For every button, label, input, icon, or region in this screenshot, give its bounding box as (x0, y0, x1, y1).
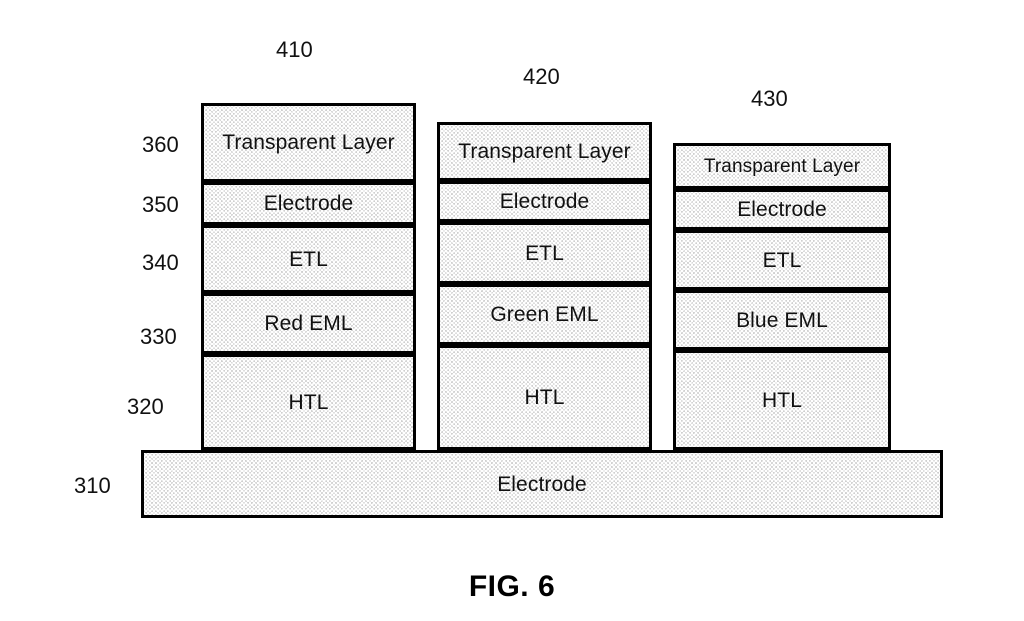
blue-electrode: Electrode (673, 189, 891, 230)
ref-numeral-330: 330 (140, 324, 177, 349)
green-etl: ETL (437, 222, 652, 284)
red-electrode: Electrode (201, 182, 416, 225)
ref-numeral-320: 320 (127, 394, 164, 419)
green-htl: HTL (437, 345, 652, 450)
green-eml-label: Green EML (490, 303, 599, 326)
blue-transparent-layer-label: Transparent Layer (703, 155, 861, 177)
blue-etl-label: ETL (762, 248, 802, 272)
callout-430: 430 (751, 86, 788, 111)
blue-htl-label: HTL (762, 388, 802, 412)
blue-htl: HTL (673, 350, 891, 450)
ref-numeral-340: 340 (142, 250, 179, 275)
red-transparent-layer-label: Transparent Layer (222, 131, 395, 154)
green-electrode: Electrode (437, 181, 652, 222)
green-electrode-label: Electrode (499, 190, 590, 213)
blue-eml: Blue EML (673, 290, 891, 350)
green-htl-label: HTL (524, 386, 565, 409)
blue-transparent-layer: Transparent Layer (673, 143, 891, 189)
red-etl: ETL (201, 225, 416, 293)
red-eml-label: Red EML (264, 312, 353, 335)
figure-caption: FIG. 6 (468, 570, 556, 603)
blue-electrode-label: Electrode (737, 198, 827, 221)
ref-numeral-350: 350 (142, 192, 179, 217)
green-transparent-layer: Transparent Layer (437, 122, 652, 181)
callout-410: 410 (276, 37, 313, 62)
blue-eml-label: Blue EML (736, 308, 828, 332)
bottom-electrode-label: Electrode (497, 472, 587, 496)
red-transparent-layer: Transparent Layer (201, 103, 416, 182)
red-htl: HTL (201, 354, 416, 450)
callout-420: 420 (523, 64, 560, 89)
red-htl-label: HTL (288, 390, 329, 414)
blue-etl: ETL (673, 230, 891, 290)
red-etl-label: ETL (289, 247, 328, 271)
green-transparent-layer-label: Transparent Layer (458, 140, 631, 163)
green-etl-label: ETL (525, 241, 564, 265)
green-eml: Green EML (437, 284, 652, 345)
ref-numeral-360: 360 (142, 132, 179, 157)
bottom-electrode: Electrode (141, 450, 943, 518)
red-eml: Red EML (201, 293, 416, 354)
red-electrode-label: Electrode (263, 192, 354, 215)
ref-numeral-310: 310 (74, 473, 111, 498)
